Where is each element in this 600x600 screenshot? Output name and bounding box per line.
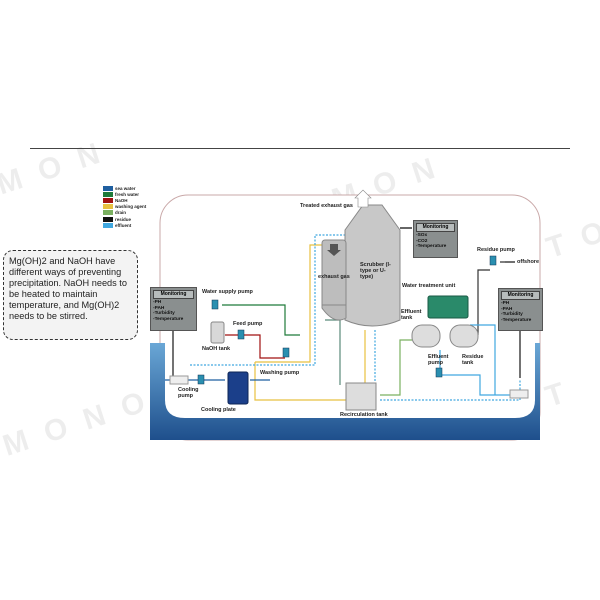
residue-tank (449, 324, 479, 348)
label-water-supply-pump: Water supply pump (202, 289, 253, 295)
label-treated-exhaust-gas: Treated exhaust gas (300, 203, 353, 209)
legend-label: drain (115, 210, 127, 216)
feed-pump-icon (237, 329, 245, 340)
monitoring-item: -PAH (501, 306, 513, 312)
inlet-left (169, 375, 189, 385)
legend-label: effluent (115, 222, 132, 228)
label-water-treatment-unit: Water treatment unit (402, 283, 456, 289)
legend-item: residue (103, 216, 146, 222)
legend-label: NaOH (115, 197, 128, 203)
legend-label: fresh water (115, 191, 140, 197)
effluent-pump-icon (435, 367, 443, 378)
washing-pump-icon (282, 347, 290, 358)
monitoring-item: -Turbidity (501, 312, 523, 318)
legend-item: effluent (103, 222, 146, 228)
pipe-effluent (190, 234, 345, 366)
monitoring-item: -SOx (416, 233, 428, 238)
label-scrubber: Scrubber (I-type or U-type) (360, 262, 391, 280)
label-feed-pump: Feed pump (233, 321, 263, 327)
monitoring-items: -PH -PAH -Turbidity -Temperature (501, 301, 540, 323)
naoh-tank (210, 321, 225, 344)
exhaust-gas-arrow (327, 244, 341, 256)
label-naoh-tank: NaOH tank (202, 346, 231, 352)
monitoring-item: -Temperature (501, 317, 532, 323)
cooling-pump-icon (197, 374, 205, 385)
pipe-fresh-water (222, 304, 300, 336)
callout-note: Mg(OH)2 and NaOH have different ways of … (3, 250, 138, 340)
monitoring-item: -PH (153, 300, 162, 305)
monitoring-item: -Temperature (416, 244, 447, 250)
label-cooling-pump: Cooling pump (178, 387, 199, 399)
legend-item: sea water (103, 185, 146, 191)
water-treatment-unit (427, 295, 469, 319)
monitoring-title: Monitoring (153, 290, 194, 299)
label-effluent-pump: Effluent pump (428, 354, 449, 366)
pipe-drain (380, 339, 412, 396)
monitoring-items: -SOx -CO2 -Temperature (416, 233, 455, 250)
monitoring-items: -PH -PAH -Turbidity -Temperature (153, 300, 194, 322)
pipe-effluent (470, 324, 496, 395)
residue-pump-icon (489, 255, 497, 266)
monitoring-center: Monitoring -SOx -CO2 -Temperature (413, 220, 458, 258)
label-recirculation-tank: Recirculation tank (340, 412, 388, 418)
label-exhaust-gas: exhaust gas (318, 274, 350, 280)
legend-item: fresh water (103, 191, 146, 197)
water-supply-pump-icon (211, 299, 219, 310)
treated-exhaust-arrow (354, 189, 372, 208)
legend-item: washing agent (103, 204, 146, 210)
monitoring-item: -PH (501, 301, 510, 306)
label-cooling-plate: Cooling plate (201, 407, 236, 413)
effluent-tank (411, 324, 441, 348)
label-washing-pump: Washing pump (260, 370, 300, 376)
label-offshore: offshore (517, 259, 539, 265)
scrubber (344, 204, 401, 327)
monitoring-left: Monitoring -PH -PAH -Turbidity -Temperat… (150, 287, 197, 331)
legend-label: washing agent (115, 204, 147, 210)
monitoring-title: Monitoring (501, 291, 540, 300)
scrubber-elbow (321, 304, 347, 321)
legend: sea water fresh water NaOH washing agent… (103, 185, 146, 228)
label-residue-tank: Residue tank (462, 354, 484, 366)
monitoring-item: -Turbidity (153, 311, 175, 317)
label-effluent-tank: Effluent tank (401, 309, 422, 321)
pipe-washing-agent (254, 362, 350, 401)
pipe-effluent (439, 350, 520, 396)
legend-label: sea water (115, 185, 136, 191)
monitoring-item: -CO2 (416, 238, 428, 244)
label-residue-pump: Residue pump (477, 247, 515, 253)
recirculation-tank (345, 382, 377, 411)
monitoring-right: Monitoring -PH -PAH -Turbidity -Temperat… (498, 288, 543, 331)
monitoring-title: Monitoring (416, 223, 455, 232)
monitoring-item: -Temperature (153, 316, 184, 322)
legend-item: drain (103, 210, 146, 216)
pipe-effluent (374, 330, 521, 401)
cooling-plate (227, 371, 249, 405)
legend-label: residue (115, 216, 132, 222)
outlet-right (509, 389, 529, 399)
legend-item: NaOH (103, 197, 146, 203)
divider-line (30, 148, 570, 149)
monitoring-item: -PAH (153, 305, 165, 311)
